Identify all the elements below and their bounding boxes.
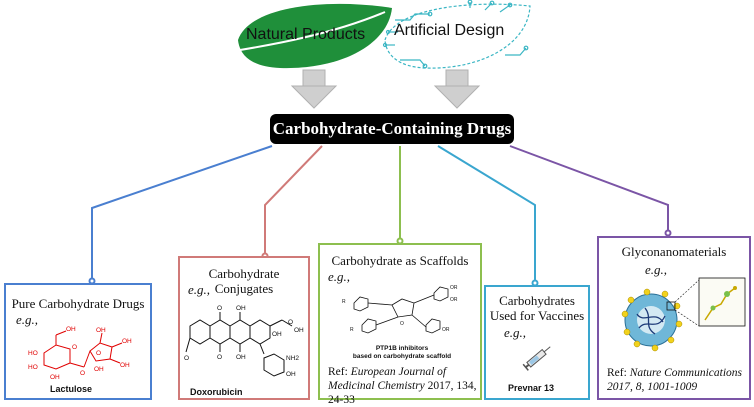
scaffolds-ref-prefix: Ref: (328, 366, 351, 378)
scaffolds-example-line1: PTP1B inhibitors (375, 345, 429, 352)
glyconanoparticle-icon (621, 277, 746, 352)
mol-label: OH (286, 371, 296, 378)
main-title-box: Carbohydrate-Containing Drugs (270, 114, 514, 144)
scaffolds-title: Carbohydrate as Scaffolds (331, 253, 469, 268)
conjugates-eg: e.g., (188, 282, 211, 297)
doxorubicin-structure-icon: O OH O OH OH O OH O NH2 OH (184, 305, 304, 378)
mol-label: O (288, 319, 293, 326)
box-carbohydrate-vaccines: Carbohydrates Used for Vaccines e.g., Pr… (484, 285, 590, 400)
connector-conjugates (261, 145, 323, 260)
mol-label: OH (120, 362, 130, 369)
svg-text:OR: OR (450, 297, 458, 303)
svg-text:O: O (400, 321, 404, 327)
mol-label: O (217, 305, 222, 312)
scaffolds-ref-journal: European Journal of Medicinal Chemistry (328, 366, 447, 392)
scaffolds-ref: Ref: European Journal of Medicinal Chemi… (328, 365, 480, 407)
mol-label: O (96, 350, 101, 357)
glyco-title: Glyconanomaterials (621, 244, 727, 259)
scaffolds-eg: e.g., (328, 269, 351, 284)
arrow-natural-icon (290, 69, 338, 109)
mol-label: OH (96, 327, 106, 334)
artificial-design-circuit-icon (382, 0, 531, 69)
glyco-ref-journal: Nature Communications (629, 367, 743, 379)
mol-label: NH2 (286, 355, 299, 362)
mol-label: OH (294, 327, 304, 334)
glyco-ref-prefix: Ref: (607, 367, 630, 379)
mol-label: OH (66, 326, 76, 333)
pure-example-caption: Lactulose (50, 384, 93, 394)
glyco-ref-rest: 2017, 8, 1001-1009 (607, 381, 698, 393)
box-carbohydrate-scaffolds: Carbohydrate as Scaffolds e.g., R OR OR R O… (318, 243, 482, 406)
vaccines-example-caption: Prevnar 13 (508, 383, 555, 393)
lactulose-structure-icon: OH OH HO HO OH O O OH OH OH O (28, 326, 132, 381)
pure-eg: e.g., (16, 312, 39, 327)
svg-text:OR: OR (442, 327, 450, 333)
mol-label: OH (236, 305, 246, 312)
svg-text:OR: OR (450, 285, 458, 291)
mol-label: O (217, 354, 222, 361)
mol-label: OH (94, 366, 104, 373)
mol-label: OH (272, 331, 282, 338)
ptp1b-scaffold-structure-icon: R OR OR R OR O (342, 285, 458, 334)
mol-label: OH (236, 354, 246, 361)
scaffolds-example-line2: based on carbohydrate scaffold (352, 353, 452, 360)
main-title: Carbohydrate-Containing Drugs (272, 119, 512, 138)
scaffolds-ref-rest: 2017, 134, 24-33 (328, 380, 477, 406)
mol-label: HO (28, 350, 38, 357)
svg-text:R: R (342, 299, 346, 305)
vaccines-title-line2: Used for Vaccines (489, 308, 585, 323)
box-pure-carbohydrate-drugs: Pure Carbohydrate Drugs e.g., OH OH HO H… (4, 283, 152, 400)
conjugates-title: Carbohydrate Conjugates (208, 266, 280, 296)
mol-label: OH (50, 374, 60, 381)
natural-products-leaf-icon (238, 3, 392, 69)
glyco-ref: Ref: Nature Communications 2017, 8, 1001… (607, 366, 751, 394)
mol-label: O (80, 370, 85, 377)
vaccines-eg: e.g., (504, 325, 527, 340)
syringe-icon (522, 346, 551, 371)
pure-title: Pure Carbohydrate Drugs (11, 296, 145, 311)
glyco-eg: e.g., (645, 262, 668, 277)
arrow-artificial-icon (433, 69, 481, 109)
conjugates-example-caption: Doxorubicin (190, 387, 243, 397)
box-carbohydrate-conjugates: Carbohydrate Conjugates e.g., O OH O OH … (178, 256, 310, 400)
vaccines-title: Carbohydrates Used for Vaccines (486, 293, 588, 323)
mol-label: O (72, 344, 77, 351)
mol-label: O (184, 355, 189, 362)
vaccines-title-line1: Carbohydrates (499, 293, 575, 308)
svg-text:R: R (350, 327, 354, 333)
natural-products-label: Natural Products (246, 26, 366, 43)
scaffolds-example-caption: PTP1B inhibitors based on carbohydrate s… (330, 345, 474, 361)
connector-scaffolds (396, 146, 404, 245)
mol-label: HO (28, 364, 38, 371)
box-glyconanomaterials: Glyconanomaterials e.g., (597, 236, 751, 400)
artificial-design-label: Artificial Design (394, 22, 505, 39)
connector-glyco (509, 145, 672, 237)
mol-label: OH (122, 338, 132, 345)
